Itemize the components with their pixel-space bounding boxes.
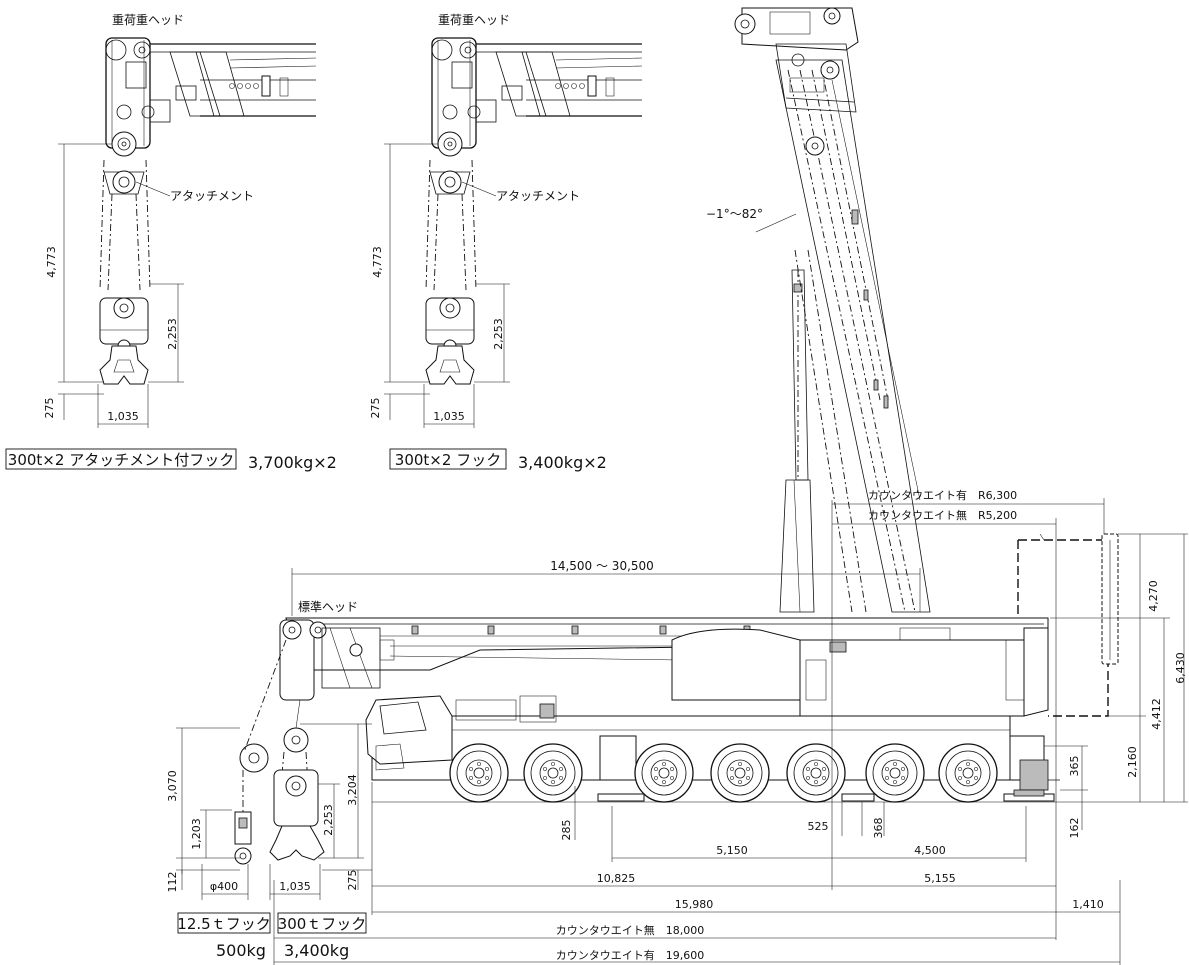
dim-5155: 5,155 xyxy=(924,872,956,885)
radius-with-cw: カウンタウエイト有 R6,300 xyxy=(868,488,1017,502)
small-hooks: 3,070 1,203 112 φ400 1,035 2,253 3,204 2… xyxy=(166,723,372,965)
boom-length: 14,500 ～ 30,500 xyxy=(550,559,654,573)
caption-box-left xyxy=(5,448,237,470)
dim-phi400: φ400 xyxy=(210,880,238,893)
dim-4500: 4,500 xyxy=(914,844,946,857)
caption-box-right xyxy=(389,448,507,470)
dim-width-right: 1,035 xyxy=(433,410,465,423)
dim-285: 285 xyxy=(560,820,573,841)
dim-5150: 5,150 xyxy=(716,844,748,857)
dim-1203: 1,203 xyxy=(190,818,203,850)
hook-view-right: 重荷重ヘッド アタッチメント 4,773 2,253 275 1,035 300… xyxy=(369,13,643,472)
dim-2253-small: 2,253 xyxy=(322,804,335,836)
small-hook-caption: 12.5ｔフック xyxy=(177,915,270,933)
dim-4270: 4,270 xyxy=(1147,580,1160,612)
dim-4412: 4,412 xyxy=(1150,698,1163,730)
dim-2160: 2,160 xyxy=(1126,746,1139,778)
dim-bottom-left: 275 xyxy=(43,398,56,419)
dim-total-left: 4,773 xyxy=(45,246,58,278)
raised-boom: −1°～82° xyxy=(706,7,931,613)
heavy-head-label-right: 重荷重ヘッド xyxy=(438,13,510,27)
large-hook-caption-box xyxy=(277,912,367,934)
dim-275-small: 275 xyxy=(346,870,359,891)
attachment-label-right: アタッチメント xyxy=(496,189,580,203)
dim-hook-right: 2,253 xyxy=(492,318,505,350)
large-hook-caption: 300ｔフック xyxy=(278,915,367,933)
dim-bottom-right: 275 xyxy=(369,398,382,419)
dim-width-left: 1,035 xyxy=(107,410,139,423)
dim-3204: 3,204 xyxy=(346,774,359,806)
dim-365: 365 xyxy=(1068,756,1081,777)
radius-without-cw: カウンタウエイト無 R5,200 xyxy=(868,508,1017,522)
boom-angle: −1°～82° xyxy=(706,207,763,221)
dim-1410: 1,410 xyxy=(1072,898,1104,911)
dim-15980: 15,980 xyxy=(675,898,714,911)
standard-head-label: 標準ヘッド xyxy=(298,599,358,614)
dim-112: 112 xyxy=(166,872,179,893)
weight-left: 3,700kg×2 xyxy=(248,453,337,472)
dim-3070: 3,070 xyxy=(166,770,179,802)
dim-total-right: 4,773 xyxy=(371,246,384,278)
caption-right: 300t×2 フック xyxy=(395,451,501,469)
len-with-cw: カウンタウエイト有 19,600 xyxy=(556,948,705,962)
hook-view-left: 重荷重ヘッド アタッチメント 4,773 2,253 275 1,035 300… xyxy=(5,13,337,472)
small-hook-weight: 500kg xyxy=(216,941,266,960)
dim-10825: 10,825 xyxy=(597,872,636,885)
large-hook-weight: 3,400kg xyxy=(284,941,349,960)
dim-1035-small: 1,035 xyxy=(279,880,311,893)
small-hook-caption-box xyxy=(177,912,271,934)
crane-body xyxy=(239,533,1119,803)
dim-162: 162 xyxy=(1068,818,1081,839)
len-without-cw: カウンタウエイト無 18,000 xyxy=(556,923,705,937)
dim-hook-left: 2,253 xyxy=(166,318,179,350)
heavy-head-label-left: 重荷重ヘッド xyxy=(112,13,184,27)
dim-368: 368 xyxy=(872,818,885,839)
attachment-label-left: アタッチメント xyxy=(170,189,254,203)
caption-left: 300t×2 アタッチメント付フック xyxy=(8,451,234,469)
weight-right: 3,400kg×2 xyxy=(518,453,607,472)
dim-6430: 6,430 xyxy=(1174,652,1187,684)
main-dimensions: 14,500 ～ 30,500 標準ヘッド カウンタウエイト有 R6,300 カ… xyxy=(274,488,1188,965)
dim-525: 525 xyxy=(808,820,829,833)
